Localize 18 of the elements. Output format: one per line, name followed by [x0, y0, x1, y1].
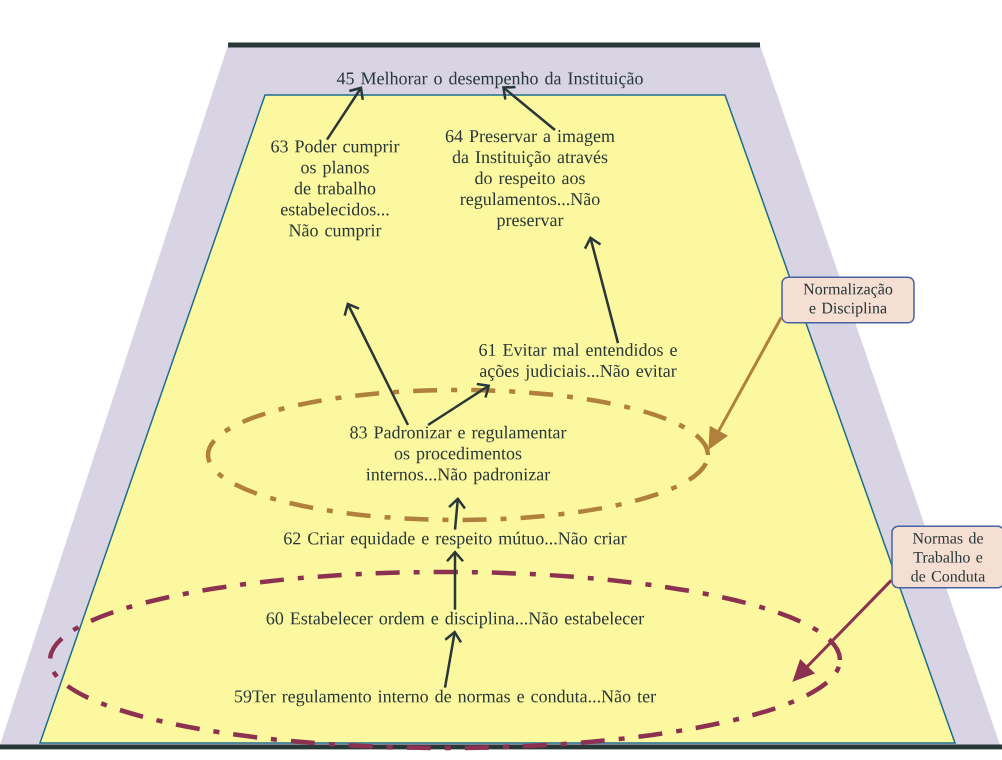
arrow [502, 85, 556, 131]
dashed-ellipse [47, 569, 843, 751]
node-text: 60 Estabelecer ordem e disciplina...Não estabelecer [266, 611, 645, 629]
arrow [583, 236, 620, 344]
callout-box: Normas de Trabalho e de Conduta [891, 525, 1002, 589]
arrow [448, 497, 466, 530]
arrow [325, 86, 364, 141]
node-text: 62 Criar equidade e respeito mútuo...Não criar [284, 531, 627, 549]
callout-box: Normalização e Disciplina [781, 276, 915, 324]
node-text: 61 Evitar mal entendidos e ações judiciais...Não evitar [479, 343, 677, 381]
node-text: 45 Melhorar o desempenho da Instituição [336, 71, 643, 89]
arrow [446, 550, 464, 610]
arrow [427, 382, 491, 427]
node-text: 59Ter regulamento interno de normas e conduta...Não ter [235, 689, 656, 707]
arrow [343, 302, 410, 426]
node-text: 64 Preservar a imagem da Instituição através do respeito aos regulamentos...Não preservar [445, 130, 615, 230]
node-text: 63 Poder cumprir os planos de trabalho estabelecidos... Não cumprir [271, 139, 400, 241]
arrow [443, 630, 463, 688]
